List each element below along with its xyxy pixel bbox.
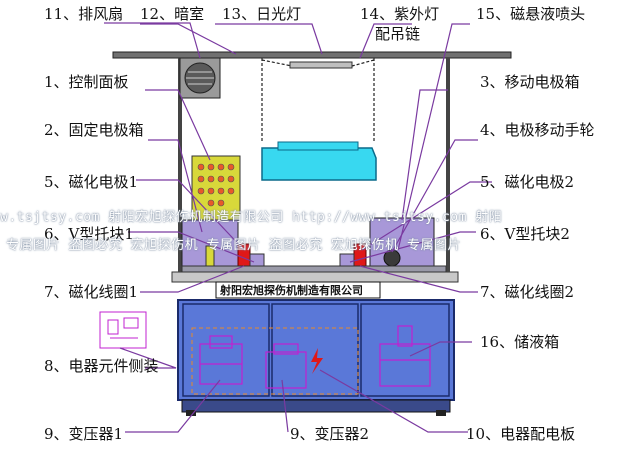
label-coil-1: 7、磁化线圈1 [44,283,139,301]
label-electrical-side: 8、电器元件侧装 [44,357,159,375]
label-v-block-2: 6、V型托块2 [480,225,570,243]
name-plate [215,281,381,299]
label-electrode-1: 5、磁化电极1 [44,173,139,191]
control-panel-buttons [197,163,235,207]
electrical-side-components [99,311,147,349]
v-block-1 [249,253,265,267]
fan-grille [186,71,214,85]
lightning-icon [311,348,323,374]
label-spray-nozzle: 15、磁悬液喷头 [476,5,586,23]
v-block-2 [339,253,355,267]
name-plate-text: 射阳宏旭探伤机制造有限公司 [220,284,363,297]
label-v-block-1: 6、V型托块1 [44,225,134,243]
fluorescent-lamp [289,61,353,69]
label-handwheel: 4、电极移动手轮 [480,121,595,139]
watermark-line-2: 专属图片 盗图必究 宏旭探伤机 专属图片 盗图必究 宏旭探伤机 专属图片 [6,238,461,253]
label-liquid-tank: 16、储液箱 [480,333,560,351]
transformer-2 [265,343,307,389]
label-distribution-board: 10、电器配电板 [466,425,576,443]
foot-right [436,410,446,416]
liquid-tank [379,325,431,387]
label-control-panel: 1、控制面板 [44,73,129,91]
cabinet-base [181,399,451,413]
cabinet-door-right [360,303,450,397]
uv-lamp [261,147,377,181]
moving-electrode-box [369,217,435,273]
watermark-line-1: w.tsjtsy.com 射阳宏旭探伤机制造有限公司 http://www.ts… [0,210,503,225]
label-transformer-1: 9、变压器1 [44,425,124,443]
label-fixed-electrode-box: 2、固定电极箱 [44,121,144,139]
foot-left [186,410,196,416]
label-darkroom: 12、暗室 [140,5,205,23]
cabinet-door-middle [271,303,359,397]
label-uv-chain: 配吊链 [375,25,421,43]
label-fluorescent-lamp: 13、日光灯 [222,5,302,23]
top-bar [112,51,512,59]
electrical-board-outline [191,327,359,395]
cabinet-door-left [182,303,270,397]
hanging-chains [261,58,375,142]
leader-lines [104,22,492,433]
label-transformer-2: 9、变压器2 [290,425,370,443]
label-exhaust-fan: 11、排风扇 [44,5,124,23]
label-moving-electrode-box: 3、移动电极箱 [480,73,580,91]
label-electrode-2: 5、磁化电极2 [480,173,575,191]
transformer-1 [199,335,243,385]
label-coil-2: 7、磁化线圈2 [480,283,575,301]
label-uv-lamp: 14、紫外灯 [360,5,440,23]
right-post [446,58,450,272]
left-post [178,58,182,272]
guide-rail [181,265,447,273]
uv-lamp-top [277,141,359,151]
